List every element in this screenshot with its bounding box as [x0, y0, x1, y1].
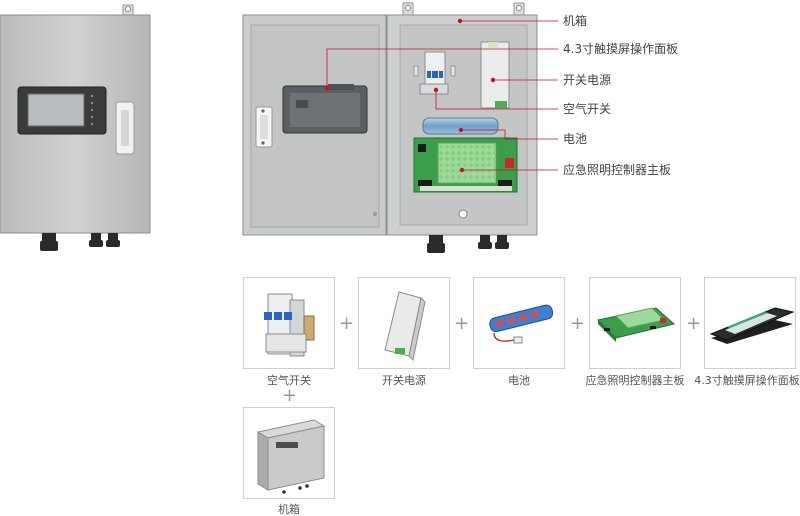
component-tile-touch-panel [704, 277, 796, 369]
callout-label-air-switch: 空气开关 [563, 102, 612, 116]
power-supply-image [384, 291, 426, 362]
callout-label-enclosure: 机箱 [563, 14, 588, 28]
caption-air-switch: 空气开关 [267, 374, 311, 387]
caption-touch-panel: 4.3寸触摸屏操作面板 [694, 374, 800, 387]
callout-label-touch-panel: 4.3寸触摸屏操作面板 [563, 42, 679, 56]
leader-touch-panel [326, 48, 558, 88]
power-supply-component [480, 41, 510, 109]
caption-mainboard: 应急照明控制器主板 [585, 374, 685, 387]
closed-cabinet [0, 4, 151, 251]
callout-label-power-supply: 开关电源 [563, 73, 612, 87]
battery-image [489, 304, 554, 344]
mainboard-image [596, 307, 676, 342]
plus-sign: + [570, 313, 586, 334]
component-tile-mainboard [589, 277, 681, 369]
caption-battery: 电池 [508, 374, 530, 387]
caption-power-supply: 开关电源 [382, 374, 426, 387]
component-tile-battery [473, 277, 565, 369]
leader-battery [461, 129, 558, 140]
callout-dots [324, 18, 496, 173]
callout-label-battery: 电池 [563, 132, 588, 146]
leader-air-switch [435, 90, 558, 110]
touch-panel-image [709, 307, 795, 344]
plus-sign: + [686, 313, 702, 334]
enclosure-image [256, 419, 326, 494]
callout-label-mainboard: 应急照明控制器主板 [563, 163, 672, 177]
air-switch-image [264, 293, 315, 357]
plus-sign: + [282, 385, 298, 406]
air-switch-component [413, 51, 456, 95]
mainboard-component [413, 137, 518, 193]
callout-leaders [326, 20, 558, 171]
caption-enclosure: 机箱 [278, 503, 300, 516]
plus-sign: + [339, 313, 355, 334]
open-cabinet [242, 2, 538, 253]
plus-sign: + [454, 313, 470, 334]
component-tile-power-supply [358, 277, 450, 369]
component-tile-enclosure [243, 407, 335, 499]
component-tile-air-switch [243, 277, 335, 369]
